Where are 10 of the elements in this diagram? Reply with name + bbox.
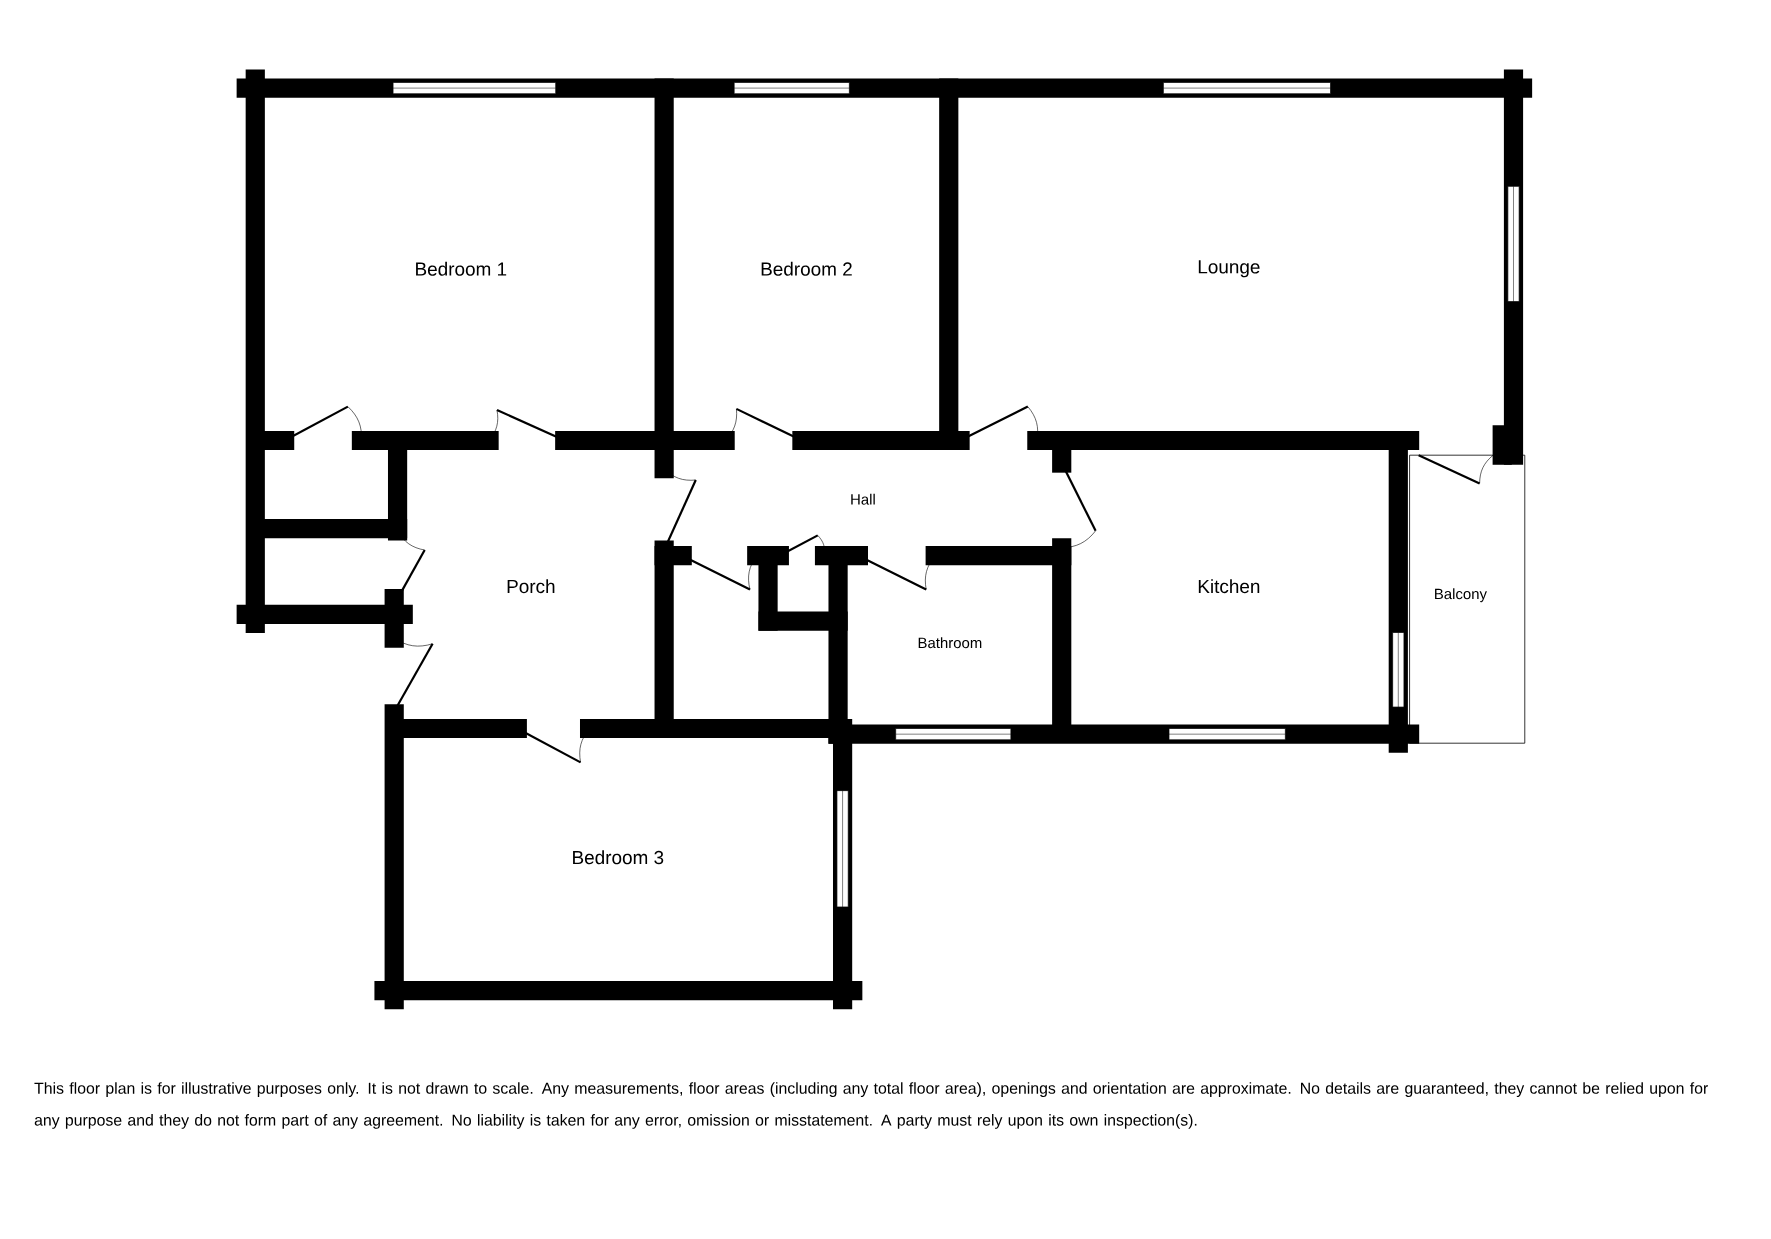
room-label: Lounge [1198,260,1260,278]
room-label: Bedroom 3 [573,850,664,865]
room-label: Balcony [1435,588,1487,603]
room-label: Hall [851,493,875,505]
room-label: Porch [507,579,555,594]
room-label: Kitchen [1198,579,1260,594]
room-label: Bathroom [918,637,982,649]
disclaimer-text: This floor plan is for illustrative purposes only. It is not drawn to scale. Any measurements, floor areas (including any total floor area), openings and orientation are approximate. No details are guaranteed, they cannot be relied upon for any purpose and they do not form part of any agreement. No liability is taken for any error, omission or misstatement. A party must rely upon its own inspection(s). [34,1082,1708,1129]
room-label: Bedroom 2 [761,261,852,276]
room-label: Bedroom 1 [416,261,507,276]
